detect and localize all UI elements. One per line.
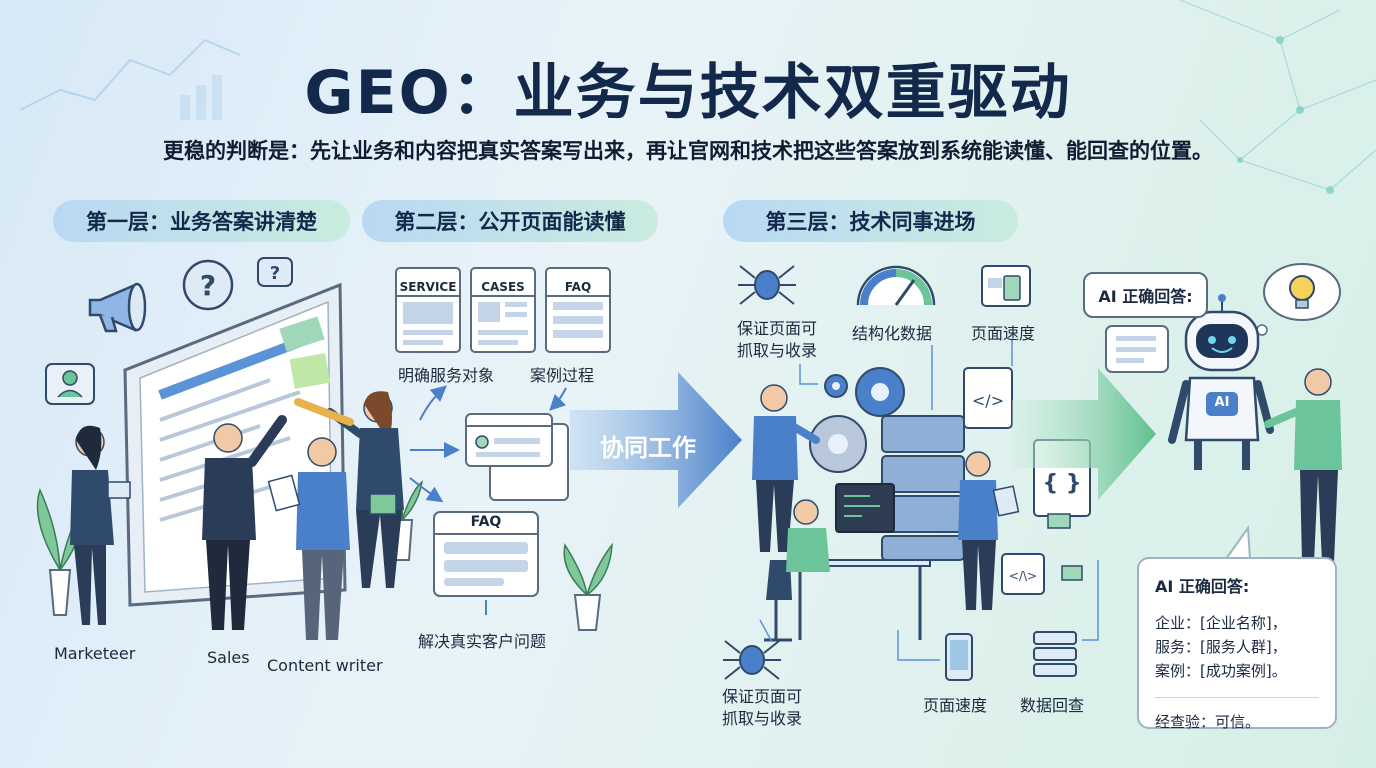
card-faq-label: FAQ: [564, 280, 592, 294]
marketeer-figure: [70, 425, 131, 625]
gear-icon: [809, 367, 905, 473]
case-process-label: 案例过程: [530, 366, 595, 385]
megaphone-icon: [88, 282, 147, 333]
content-writer-figure: [267, 437, 350, 640]
network-decoration: [1179, 0, 1376, 191]
data-check-label: 数据回查: [1020, 696, 1085, 715]
woman-with-pencil-figure: [294, 391, 404, 588]
card-service-label: SERVICE: [399, 280, 457, 294]
page-speed-icon: [981, 265, 1031, 307]
layer1-pill: 第一层：业务答案讲清楚: [53, 200, 350, 242]
engineer-with-wrench-figure: [752, 384, 820, 552]
ai-answer-row: 服务：[服务人群]，: [1155, 638, 1287, 656]
svg-text:</\>: </\>: [1009, 569, 1037, 583]
server-icon: [881, 415, 965, 561]
developer-desk: [764, 483, 931, 642]
svg-text:{ }: { }: [1043, 471, 1082, 496]
svg-text:?: ?: [200, 269, 216, 302]
man-beside-robot-figure: [1264, 368, 1342, 562]
page-speed-bottom-label: 页面速度: [923, 696, 988, 715]
page-subtitle: 更稳的判断是：先让业务和内容把真实答案写出来，再让官网和技术把这些答案放到系统能…: [163, 139, 1213, 163]
svg-text:</>: </>: [972, 391, 1004, 410]
engineer-with-tablet-figure: [958, 451, 1020, 610]
structured-data-label: 结构化数据: [852, 324, 933, 343]
user-icon: [45, 363, 95, 405]
ai-answer-bubble: AI 正确回答:: [1083, 272, 1208, 318]
chat-bubble-icon: [1105, 325, 1169, 373]
robot-icon: [1168, 294, 1274, 470]
clear-service-label: 明确服务对象: [398, 366, 495, 385]
question-icon: ? ?: [182, 257, 293, 311]
ai-answer-verify: 经查验：可信。: [1155, 713, 1261, 731]
faq-card-label: FAQ: [470, 514, 502, 530]
lightbulb-icon: [1248, 263, 1341, 346]
sales-figure: [202, 415, 287, 630]
ai-answer-divider: [1155, 697, 1319, 698]
layer3-pill: 第三层：技术同事进场: [723, 200, 1018, 242]
collab-arrow: [570, 372, 742, 508]
sales-label: Sales: [207, 648, 250, 667]
marketeer-label: Marketeer: [54, 644, 136, 663]
svg-text:?: ?: [270, 263, 280, 284]
spider-icon: [723, 265, 796, 680]
layer2-pill: 第二层：公开页面能读懂: [362, 200, 658, 242]
database-icon: [1033, 631, 1077, 677]
layer2-cards: [395, 267, 611, 597]
developer-at-desk-figure: [786, 499, 830, 572]
crawl-top-label: 保证页面可 抓取与收录: [736, 319, 817, 360]
phone-icon: [945, 633, 973, 681]
ai-answer-box: AI 正确回答: 企业：[企业名称]， 服务：[服务人群]， 案例：[成功案例]…: [1137, 557, 1337, 731]
content-writer-label: Content writer: [267, 656, 383, 675]
card-cases-label: CASES: [481, 280, 525, 294]
gauge-icon: [856, 265, 936, 306]
crawl-bottom-label: 保证页面可 抓取与收录: [721, 687, 802, 728]
ai-answer-title: AI 正确回答:: [1155, 577, 1250, 596]
layer2-arrows: [409, 385, 567, 615]
result-arrow: [1012, 368, 1156, 500]
page-title: GEO：业务与技术双重驱动: [304, 58, 1072, 128]
ai-answer-row: 企业：[企业名称]，: [1155, 614, 1287, 632]
plant-icon: [36, 467, 613, 631]
page-speed-top-label: 页面速度: [971, 324, 1036, 343]
ai-answer-row: 案例：[成功案例]。: [1155, 662, 1287, 680]
solve-problems-label: 解决真实客户问题: [418, 632, 547, 651]
collab-label: 协同工作: [600, 434, 696, 462]
robot-badge: AI: [1214, 395, 1230, 410]
